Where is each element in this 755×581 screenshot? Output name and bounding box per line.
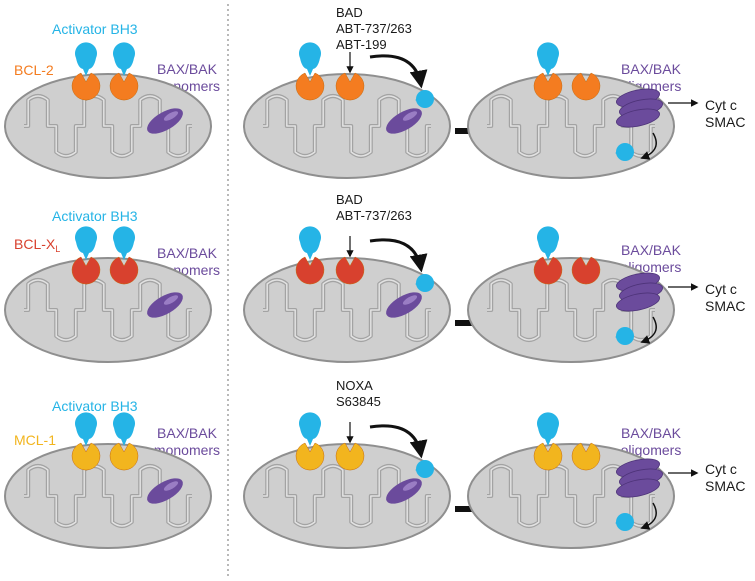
anti-apoptotic-protein: [335, 442, 365, 471]
released-activator-bh3: [615, 327, 634, 345]
mitochondrion: [4, 443, 212, 549]
anti-apoptotic-protein: [571, 442, 601, 471]
protein-label-bclxl: BCL-XL: [14, 236, 61, 254]
activator-bh3-protein: [299, 42, 321, 76]
protein-label-mcl1: MCL-1: [14, 432, 57, 448]
activator-release-arrow: [369, 238, 428, 273]
released-activator-bh3: [415, 274, 434, 292]
baxbak-monomer: [147, 292, 183, 318]
baxbak-monomer: [386, 292, 422, 318]
anti-apoptotic-protein: [109, 442, 139, 471]
released-activator-bh3: [615, 513, 634, 531]
activator-bh3-protein: [299, 226, 321, 260]
activator-release-arrow: [369, 424, 428, 459]
mitochondrion: [4, 73, 212, 179]
activator-bh3-protein: [113, 42, 135, 76]
baxbak-oligomer: [616, 88, 663, 128]
baxbak-monomer: [386, 108, 422, 134]
activator-bh3-label: Activator BH3: [52, 208, 138, 224]
activator-bh3-protein: [537, 42, 559, 76]
anti-apoptotic-protein: [71, 442, 101, 471]
baxbak-monomer: [147, 478, 183, 504]
anti-apoptotic-protein: [109, 72, 139, 101]
activator-bh3-protein: [75, 226, 97, 260]
activator-bh3-protein: [537, 226, 559, 260]
activator-bh3-protein: [299, 412, 321, 446]
protein-label-bcl2: BCL-2: [14, 62, 54, 78]
activator-cycle-arrow: [640, 316, 657, 344]
mitochondrion: [243, 443, 451, 549]
anti-apoptotic-protein: [295, 256, 325, 285]
anti-apoptotic-protein: [533, 442, 563, 471]
released-activator-bh3: [415, 90, 434, 108]
anti-apoptotic-protein: [71, 72, 101, 101]
released-activator-bh3: [415, 460, 434, 478]
baxbak-monomer: [147, 108, 183, 134]
anti-apoptotic-protein: [295, 72, 325, 101]
anti-apoptotic-protein: [71, 256, 101, 285]
anti-apoptotic-protein: [335, 72, 365, 101]
activator-bh3-protein: [75, 412, 98, 446]
anti-apoptotic-protein: [571, 72, 601, 101]
anti-apoptotic-protein: [571, 256, 601, 285]
activator-bh3-label: Activator BH3: [52, 398, 138, 414]
activator-bh3-protein: [113, 412, 136, 446]
activator-bh3-label: Activator BH3: [52, 21, 138, 37]
activator-cycle-arrow: [640, 502, 657, 530]
anti-apoptotic-protein: [109, 256, 139, 285]
activator-bh3-protein: [537, 412, 559, 446]
anti-apoptotic-protein: [533, 72, 563, 101]
activator-bh3-protein: [75, 42, 97, 76]
anti-apoptotic-protein: [533, 256, 563, 285]
released-activator-bh3: [615, 143, 634, 161]
baxbak-monomer: [386, 478, 422, 504]
mitochondrion: [4, 257, 212, 363]
baxbak-oligomer: [616, 458, 663, 498]
anti-apoptotic-protein: [335, 256, 365, 285]
baxbak-oligomer: [616, 272, 663, 312]
activator-release-arrow: [369, 54, 428, 89]
anti-apoptotic-protein: [295, 442, 325, 471]
activator-cycle-arrow: [640, 132, 657, 160]
activator-bh3-protein: [113, 226, 135, 260]
